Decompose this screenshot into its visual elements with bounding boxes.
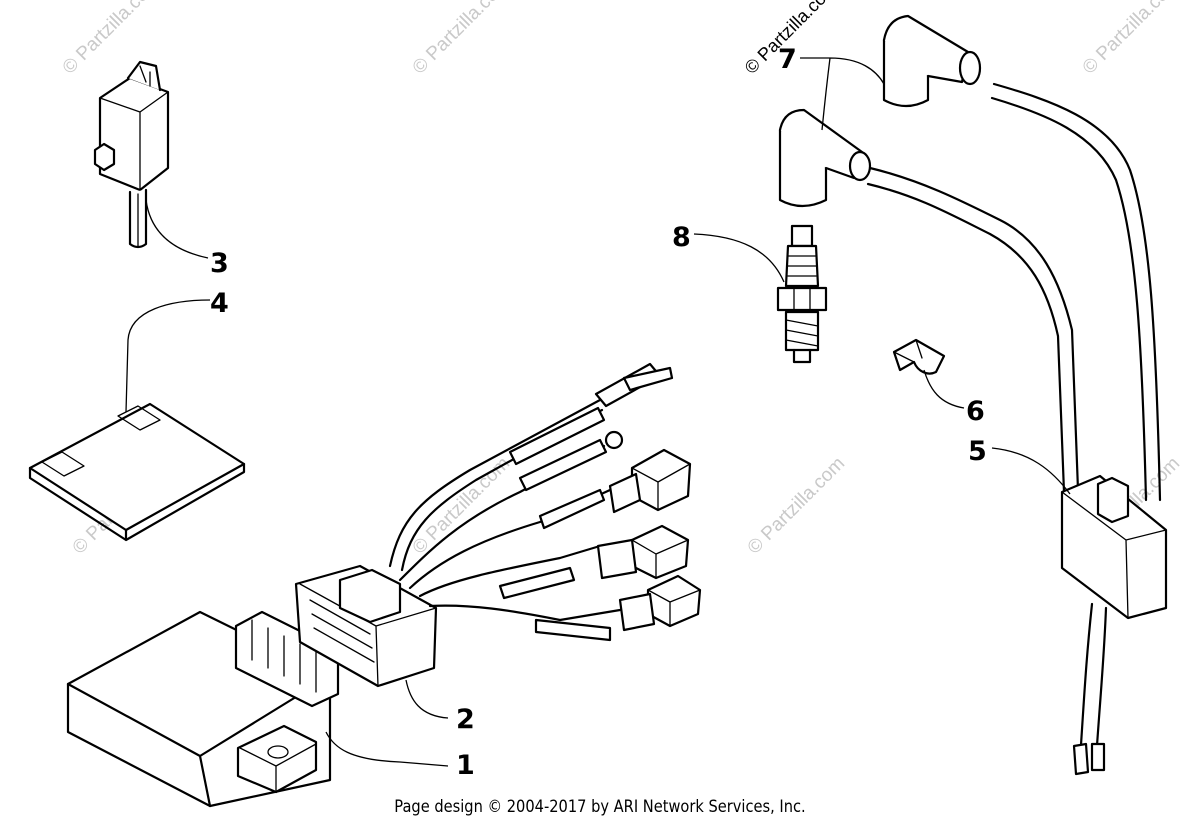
watermark-text: © Partzilla.com	[1079, 0, 1184, 79]
part-6-clip[interactable]	[892, 338, 946, 375]
part-2-harness[interactable]	[294, 362, 702, 688]
part-4-decal[interactable]	[28, 402, 246, 542]
watermark-text: © Partzilla.com	[409, 453, 514, 558]
callout-1: 1	[456, 750, 475, 781]
part-5-ignition-coil[interactable]	[866, 82, 1168, 776]
leader-lines	[125, 57, 1071, 767]
part-8-spark-plug[interactable]	[776, 224, 828, 364]
callout-4: 4	[210, 288, 229, 319]
callout-3: 3	[210, 248, 229, 279]
callouts: 1 2 3 4 5 6 7 8	[210, 44, 987, 781]
watermarks: © Partzilla.com © Partzilla.com © Partzi…	[59, 0, 1184, 559]
watermark-text: © Partzilla.com	[744, 453, 849, 558]
callout-5: 5	[968, 436, 987, 467]
callout-8: 8	[672, 222, 691, 253]
copyright-footer: Page design © 2004-2017 by ARI Network S…	[394, 797, 806, 817]
callout-6: 6	[966, 396, 985, 427]
callout-7: 7	[778, 44, 797, 75]
part-3-sensor[interactable]	[93, 60, 170, 249]
callout-2: 2	[456, 704, 475, 735]
part-1-cdi-box[interactable]	[66, 610, 340, 808]
part-7-plug-caps[interactable]	[778, 14, 982, 208]
watermark-text: © Partzilla.com	[409, 0, 514, 79]
